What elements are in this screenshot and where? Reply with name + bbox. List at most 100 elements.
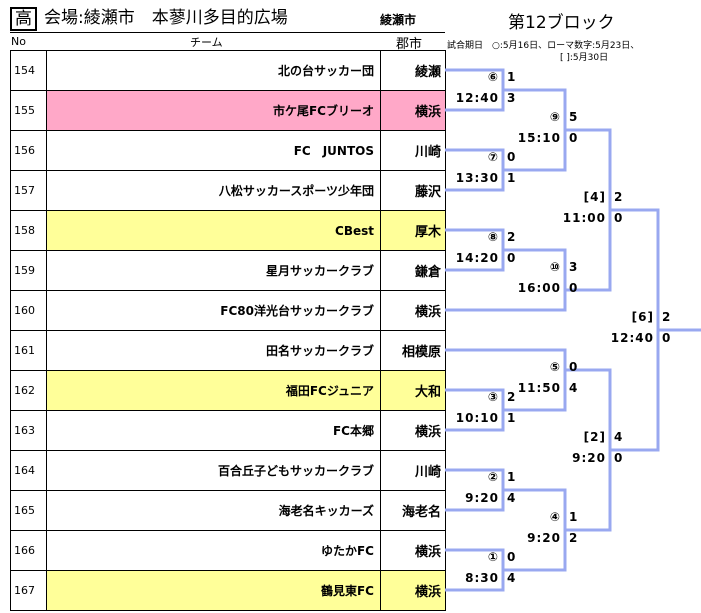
score-bottom: 0	[614, 211, 623, 225]
team-city: 藤沢	[380, 170, 446, 211]
score-top: 1	[507, 470, 516, 484]
match-number: ⑧	[487, 230, 499, 244]
score-top: 2	[614, 190, 623, 204]
team-name: ゆたかFC	[46, 530, 381, 571]
team-name: FC本郷	[46, 410, 381, 451]
team-number: 163	[10, 410, 47, 451]
score-top: 4	[614, 430, 623, 444]
score-bottom: 4	[507, 491, 516, 505]
team-number: 165	[10, 490, 47, 531]
team-number: 167	[10, 570, 47, 611]
score-bottom: 2	[569, 531, 578, 545]
match-number: ①	[487, 550, 499, 564]
column-header-team: チーム	[190, 36, 223, 49]
team-city: 横浜	[380, 290, 446, 331]
match-number: ②	[487, 470, 499, 484]
score-bottom: 4	[507, 571, 516, 585]
team-name: 海老名キッカーズ	[46, 490, 381, 531]
score-bottom: 1	[507, 411, 516, 425]
score-top: 1	[569, 510, 578, 524]
score-bottom: 1	[507, 171, 516, 185]
team-name: 市ケ尾FCブリーオ	[46, 90, 381, 131]
team-city: 横浜	[380, 570, 446, 611]
team-city: 綾瀬	[380, 50, 446, 91]
score-top: 5	[569, 110, 578, 124]
match-number: ④	[549, 510, 561, 524]
team-name: 百合丘子どもサッカークラブ	[46, 450, 381, 491]
score-bottom: 4	[569, 381, 578, 395]
schedule-note: 試合期日 ○:5月16日、ローマ数字:5月23日、	[447, 41, 640, 51]
match-time: 9:20	[465, 491, 499, 505]
venue-title: 会場:綾瀬市 本蓼川多目的広場	[44, 8, 288, 28]
team-name: 北の台サッカー団	[46, 50, 381, 91]
match-time: 13:30	[455, 171, 499, 185]
team-city: 大和	[380, 370, 446, 411]
score-top: 0	[507, 150, 516, 164]
match-time: 9:20	[572, 451, 606, 465]
schedule-note-2: [ ]:5月30日	[560, 53, 609, 63]
team-number: 159	[10, 250, 47, 291]
score-top: 2	[507, 230, 516, 244]
team-number: 166	[10, 530, 47, 571]
match-number: [4]	[583, 190, 606, 204]
match-time: 8:30	[465, 571, 499, 585]
match-time: 12:40	[455, 91, 499, 105]
match-number: [6]	[631, 310, 654, 324]
match-number: ③	[487, 390, 499, 404]
match-number: ⑦	[487, 150, 499, 164]
team-number: 158	[10, 210, 47, 251]
team-city: 海老名	[380, 490, 446, 531]
match-time: 15:10	[517, 131, 561, 145]
match-number: ⑥	[487, 70, 499, 84]
match-number: ⑩	[549, 260, 561, 274]
match-time: 16:00	[517, 281, 561, 295]
column-header-city: 郡市	[396, 37, 423, 52]
score-top: 1	[507, 70, 516, 84]
match-time: 12:40	[610, 331, 654, 345]
match-time: 9:20	[527, 531, 561, 545]
score-bottom: 3	[507, 91, 516, 105]
match-time: 14:20	[455, 251, 499, 265]
column-header-no: No	[11, 35, 26, 48]
score-top: 3	[569, 260, 578, 274]
team-city: 相模原	[380, 330, 446, 371]
score-bottom: 0	[569, 131, 578, 145]
team-city: 横浜	[380, 410, 446, 451]
team-name: CBest	[46, 210, 381, 251]
team-city: 鎌倉	[380, 250, 446, 291]
team-name: 福田FCジュニア	[46, 370, 381, 411]
team-name: FC JUNTOS	[46, 130, 381, 171]
match-number: ⑨	[549, 110, 561, 124]
team-city: 厚木	[380, 210, 446, 251]
team-name: 八松サッカースポーツ少年団	[46, 170, 381, 211]
score-bottom: 0	[507, 251, 516, 265]
team-number: 164	[10, 450, 47, 491]
score-top: 2	[662, 310, 671, 324]
match-time: 11:00	[562, 211, 606, 225]
team-name: 鶴見東FC	[46, 570, 381, 611]
match-time: 11:50	[517, 381, 561, 395]
block-title: 第12ブロック	[508, 13, 615, 33]
host-city: 綾瀬市	[380, 13, 417, 27]
team-name: 田名サッカークラブ	[46, 330, 381, 371]
level-badge: 高	[10, 7, 37, 31]
score-bottom: 0	[662, 331, 671, 345]
score-top: 0	[507, 550, 516, 564]
score-top: 0	[569, 360, 578, 374]
match-number: [2]	[583, 430, 606, 444]
match-time: 10:10	[455, 411, 499, 425]
score-bottom: 0	[569, 281, 578, 295]
